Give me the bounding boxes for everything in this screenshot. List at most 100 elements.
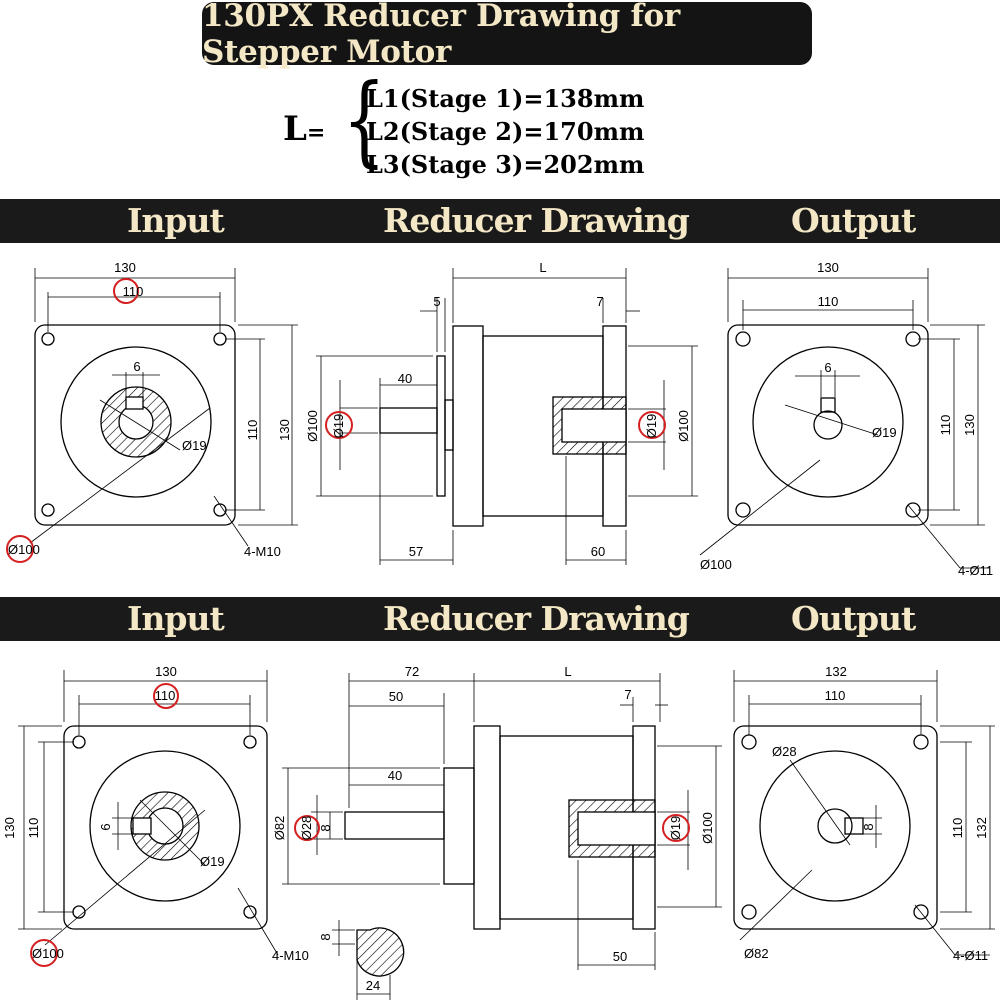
dim-height: 132 bbox=[974, 817, 989, 839]
dim-output-flange-thickness: 7 bbox=[624, 687, 631, 702]
dim-key: 6 bbox=[98, 823, 113, 830]
dim-input-depth: 40 bbox=[388, 768, 402, 783]
dim-pcd: 110 bbox=[818, 294, 839, 309]
shaft-section bbox=[356, 927, 405, 977]
band-input-label: Input bbox=[127, 599, 225, 638]
dim-width: 130 bbox=[155, 664, 177, 679]
dim-height: 130 bbox=[277, 419, 292, 441]
bolt-hole bbox=[741, 734, 757, 750]
output-bore bbox=[561, 408, 627, 443]
input-flange bbox=[473, 725, 501, 930]
highlight-circle bbox=[662, 814, 690, 842]
dim-key: 8 bbox=[318, 824, 333, 831]
bolt-hole bbox=[913, 734, 929, 750]
bolt-hole bbox=[741, 904, 757, 920]
bottom-side-view bbox=[282, 673, 722, 970]
page-title: 130PX Reducer Drawing for Stepper Motor bbox=[202, 0, 812, 70]
dim-input-bore: Ø28 bbox=[299, 816, 314, 841]
band-reducer-label: Reducer Drawing bbox=[383, 201, 690, 240]
dim-holes: 4-M10 bbox=[244, 544, 281, 559]
dim-pcd: 110 bbox=[825, 688, 846, 703]
flange-outline bbox=[34, 324, 236, 526]
dim-output-shaft: Ø19 bbox=[644, 414, 659, 439]
bolt-hole bbox=[243, 905, 257, 919]
length-lines: L1(Stage 1)=138mm L2(Stage 2)=170mm L3(S… bbox=[366, 82, 644, 181]
length-brace: { bbox=[342, 64, 387, 178]
dim-width: 132 bbox=[825, 664, 847, 679]
length-spec: L= { L1(Stage 1)=138mm L2(Stage 2)=170mm… bbox=[283, 72, 663, 181]
dim-bore: Ø19 bbox=[182, 438, 207, 453]
key bbox=[820, 397, 836, 413]
spigot-circle bbox=[752, 346, 904, 498]
highlight-circle bbox=[638, 411, 666, 439]
bottom-output-face bbox=[733, 670, 995, 956]
output-shaft bbox=[813, 410, 843, 440]
output-bore bbox=[577, 811, 656, 846]
dim-input-depth: 40 bbox=[398, 371, 412, 386]
dim-length: L bbox=[539, 260, 546, 275]
dim-flange: Ø100 bbox=[8, 542, 40, 557]
input-shaft bbox=[344, 811, 445, 840]
flange-outline bbox=[733, 725, 938, 930]
flange-outline bbox=[63, 725, 268, 930]
bolt-hole bbox=[213, 503, 227, 517]
bolt-hole bbox=[913, 904, 929, 920]
section-band-top: Input Reducer Drawing Output bbox=[0, 199, 1000, 243]
dim-shaft: Ø19 bbox=[872, 425, 897, 440]
dim-section-key: 8 bbox=[318, 933, 333, 940]
adapter bbox=[443, 767, 475, 885]
highlight-circle bbox=[294, 815, 320, 841]
bottom-input-face bbox=[18, 670, 279, 967]
dim-height: 130 bbox=[962, 414, 977, 436]
dim-length: L bbox=[564, 664, 571, 679]
dim-holes: 4-Ø11 bbox=[953, 948, 988, 963]
dim-input-diameter: Ø82 bbox=[272, 816, 287, 841]
dim-key: 8 bbox=[861, 823, 876, 830]
top-output-face bbox=[699, 268, 990, 569]
top-side-view bbox=[316, 268, 698, 565]
band-reducer-label: Reducer Drawing bbox=[383, 599, 690, 638]
dim-key: 6 bbox=[824, 360, 831, 375]
dim-output-length: 60 bbox=[591, 544, 605, 559]
output-shaft bbox=[817, 808, 853, 844]
dim-output-shaft: Ø19 bbox=[668, 816, 683, 841]
dim-holes: 4-Ø11 bbox=[958, 563, 993, 578]
dim-height: 130 bbox=[2, 817, 17, 839]
band-output-label: Output bbox=[791, 599, 916, 638]
bore bbox=[146, 807, 184, 845]
section-band-bottom: Input Reducer Drawing Output bbox=[0, 597, 1000, 641]
dim-key: 6 bbox=[133, 359, 140, 374]
dim-flange: Ø82 bbox=[744, 946, 769, 961]
dim-flange: Ø100 bbox=[32, 946, 64, 961]
dim-pcd-v: 110 bbox=[950, 818, 965, 839]
highlight-circle bbox=[113, 278, 139, 304]
dim-shaft: Ø28 bbox=[772, 744, 797, 759]
dimension-labels: 130 110 6 Ø19 Ø100 4-M10 110 130 L 5 7 4… bbox=[2, 260, 993, 993]
dim-holes: 4-M10 bbox=[272, 948, 309, 963]
dim-output-diameter: Ø100 bbox=[700, 812, 715, 844]
dim-bore: Ø19 bbox=[200, 854, 225, 869]
bolt-hole bbox=[735, 331, 751, 347]
top-input-face bbox=[6, 268, 298, 563]
length-stage-1: L1(Stage 1)=138mm bbox=[366, 84, 645, 113]
dim-output-flange-thickness: 7 bbox=[596, 294, 603, 309]
spigot-circle bbox=[759, 750, 911, 902]
length-stage-2: L2(Stage 2)=170mm bbox=[366, 117, 645, 146]
spigot-circle bbox=[89, 750, 241, 902]
dim-width: 130 bbox=[114, 260, 136, 275]
dim-output-length: 50 bbox=[613, 949, 627, 964]
dim-input-length: 57 bbox=[409, 544, 423, 559]
length-symbol: L= bbox=[283, 109, 326, 149]
dim-input-diameter: Ø100 bbox=[305, 410, 320, 442]
dim-output-diameter: Ø100 bbox=[676, 410, 691, 442]
input-spigot bbox=[436, 355, 446, 497]
dim-pcd: 110 bbox=[123, 284, 144, 299]
input-shaft bbox=[379, 407, 438, 434]
bore bbox=[118, 404, 154, 440]
input-flange bbox=[452, 325, 484, 527]
dim-flange-thickness: 5 bbox=[433, 294, 440, 309]
dim-width: 130 bbox=[817, 260, 839, 275]
dim-pcd-v: 110 bbox=[245, 420, 260, 441]
bolt-hole bbox=[243, 735, 257, 749]
highlight-circle bbox=[325, 411, 353, 439]
